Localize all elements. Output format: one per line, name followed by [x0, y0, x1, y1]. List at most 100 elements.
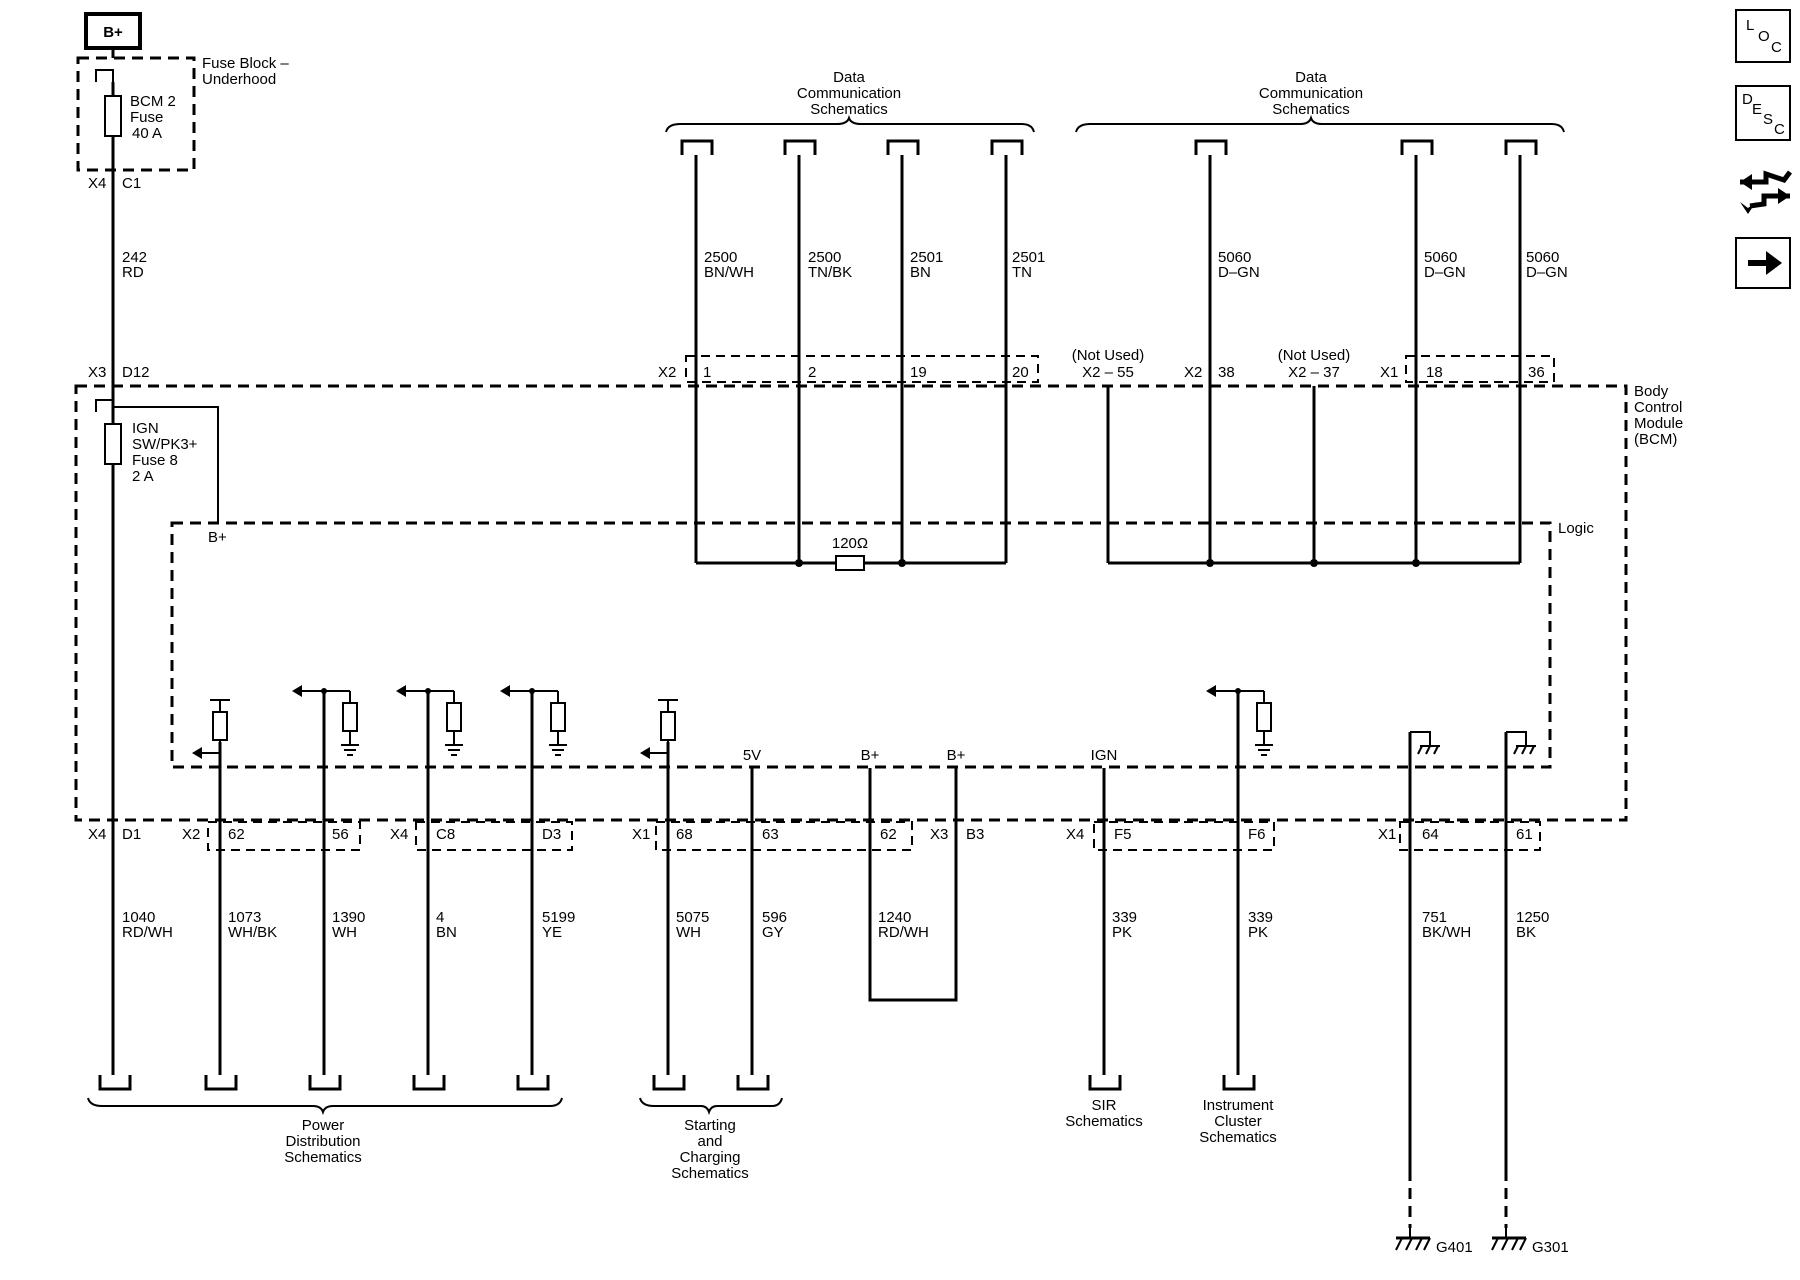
wire-2501-tn-num: 2501 — [1012, 249, 1045, 266]
starting-label-1: Starting — [684, 1117, 736, 1134]
bcm2-fuse-label-1: BCM 2 — [130, 93, 176, 110]
wire-1250-num: 1250 — [1516, 909, 1549, 926]
conn-x4-d1-b: D1 — [122, 826, 141, 843]
internal-pulldown-4 — [396, 685, 463, 1075]
ign-busbar — [95, 399, 113, 412]
pin-top-36: 36 — [1528, 364, 1545, 381]
wire-2501-tn-color: TN — [1012, 264, 1032, 281]
cluster-label-1: Instrument — [1203, 1097, 1275, 1114]
pin-bot-x1: X1 — [632, 826, 650, 843]
wire-5075-color: WH — [676, 924, 701, 941]
wire-2501-bn-num: 2501 — [910, 249, 943, 266]
bcm2-fuse-label-2: Fuse — [130, 109, 163, 126]
ground-g401-label: G401 — [1436, 1239, 1473, 1256]
ign-fuse-symbol — [104, 423, 122, 465]
bcm-label-3: Module — [1634, 415, 1683, 432]
pin-bot-62a: 62 — [228, 826, 245, 843]
starting-charging-brace — [639, 1097, 783, 1116]
conn-x4-c1-a: X4 — [88, 175, 106, 192]
wire-5060-c-color: D–GN — [1526, 264, 1568, 281]
starting-label-3: Charging — [680, 1149, 741, 1166]
conn-x3-d12-b: D12 — [122, 364, 150, 381]
loc-icon[interactable]: L O C — [1735, 9, 1791, 63]
power-dist-brace — [87, 1097, 563, 1116]
bcm2-busbar — [95, 69, 114, 82]
ign-fuse-label-4: 2 A — [132, 468, 154, 485]
wire-5060-b-num: 5060 — [1424, 249, 1457, 266]
pin-bot-x3: X3 — [930, 826, 948, 843]
next-arrow-icon[interactable] — [1735, 237, 1791, 289]
pin-bot-64: 64 — [1422, 826, 1439, 843]
internal-ign-label: IGN — [1091, 747, 1118, 764]
connector-views-icon[interactable] — [1736, 162, 1792, 218]
internal-pullup-5075 — [640, 699, 678, 1075]
data-comm-left-title-1: Data — [833, 69, 865, 86]
wire-5060-a-color: D–GN — [1218, 264, 1260, 281]
pin-top-x2-55: X2 – 55 — [1082, 364, 1134, 381]
ign-fuse-label-3: Fuse 8 — [132, 452, 178, 469]
wire-5060-c-num: 5060 — [1526, 249, 1559, 266]
fuse-block-label-2: Underhood — [202, 71, 276, 88]
desc-icon-letter-s: S — [1763, 111, 1773, 128]
conn-x4-d1-a: X4 — [88, 826, 106, 843]
internal-pulldown-5199 — [500, 685, 567, 1075]
power-dist-label-1: Power — [302, 1117, 345, 1134]
data-comm-left-brace — [665, 114, 1035, 133]
pin-bot-61: 61 — [1516, 826, 1533, 843]
desc-icon-letter-e: E — [1752, 101, 1762, 118]
sir-label-1: SIR — [1091, 1097, 1116, 1114]
top-socket-connectors — [680, 139, 1538, 155]
internal-bplus-a-label: B+ — [861, 747, 880, 764]
battery-label: B+ — [103, 24, 123, 41]
conn-x3-d12-a: X3 — [88, 364, 106, 381]
ground-g301-label: G301 — [1532, 1239, 1569, 1256]
pin-bot-x2: X2 — [182, 826, 200, 843]
pin-bot-x1b: X1 — [1378, 826, 1396, 843]
data-comm-left-wires — [694, 155, 1008, 565]
cluster-label-2: Cluster — [1214, 1113, 1262, 1130]
wire-596-color: GY — [762, 924, 784, 941]
wire-5060-a-num: 5060 — [1218, 249, 1251, 266]
wire-4-color: BN — [436, 924, 457, 941]
pin-top-2: 2 — [808, 364, 816, 381]
wire-1390-color: WH — [332, 924, 357, 941]
wire-5060-b-color: D–GN — [1424, 264, 1466, 281]
internal-pulldown-1390 — [292, 685, 359, 1075]
wire-242-num: 242 — [122, 249, 147, 266]
data-comm-right-title-2: Communication — [1259, 85, 1363, 102]
data-comm-right-title-3: Schematics — [1272, 101, 1350, 118]
desc-icon-letter-d: D — [1742, 91, 1753, 108]
wire-1073-color: WH/BK — [228, 924, 277, 941]
pin-bot-d3: D3 — [542, 826, 561, 843]
resistor-label: 120Ω — [832, 535, 868, 552]
ign-bplus-wire — [113, 406, 219, 523]
fuse-block-label-1: Fuse Block – — [202, 55, 289, 72]
internal-5v-label: 5V — [743, 747, 761, 764]
pin-not-used-1: (Not Used) — [1072, 347, 1145, 364]
starting-label-2: and — [697, 1133, 722, 1150]
wire-1040-num: 1040 — [122, 909, 155, 926]
wire-1390-num: 1390 — [332, 909, 365, 926]
pin-bot-c8: C8 — [436, 826, 455, 843]
internal-pullup-1073 — [192, 699, 230, 1075]
data-comm-left-title-3: Schematics — [810, 101, 888, 118]
fuse-block-underhood — [76, 56, 196, 172]
loc-icon-letter-c: C — [1771, 39, 1782, 56]
pin-bot-x4b: X4 — [1066, 826, 1084, 843]
pin-bot-62b: 62 — [880, 826, 897, 843]
wire-4-num: 4 — [436, 909, 444, 926]
wire-751-num: 751 — [1422, 909, 1447, 926]
pin-top-38: 38 — [1218, 364, 1235, 381]
internal-bplus-b-label: B+ — [947, 747, 966, 764]
pin-top-x2-37: X2 – 37 — [1288, 364, 1340, 381]
wire-2500-bnwh-num: 2500 — [704, 249, 737, 266]
bcm-label-2: Control — [1634, 399, 1682, 416]
wire-2500-bnwh-color: BN/WH — [704, 264, 754, 281]
pin-top-x1: X1 — [1380, 364, 1398, 381]
bcm-label-4: (BCM) — [1634, 431, 1677, 448]
bottom-pin-headers — [207, 821, 1541, 851]
pin-top-1: 1 — [703, 364, 711, 381]
pin-bot-f6: F6 — [1248, 826, 1266, 843]
desc-icon[interactable]: D E S C — [1735, 85, 1791, 141]
